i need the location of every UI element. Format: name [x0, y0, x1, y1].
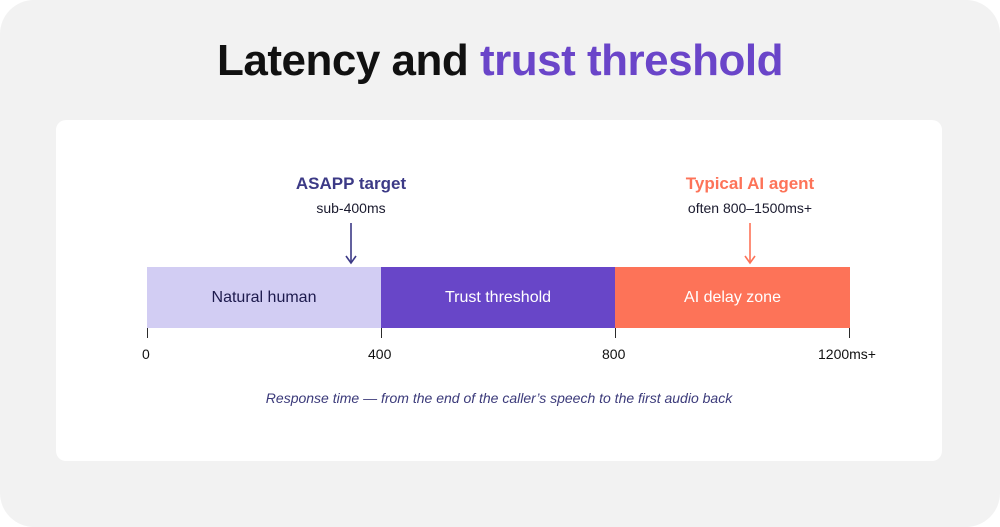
- tick-label-800: 800: [602, 346, 626, 362]
- segment-trust-threshold: Trust threshold: [381, 267, 615, 328]
- title-accent: trust threshold: [480, 36, 783, 85]
- diagram-card: ASAPP target sub-400ms Typical AI agent …: [56, 120, 942, 461]
- page-title: Latency and trust threshold: [0, 36, 1000, 86]
- tick-label-400: 400: [368, 346, 392, 362]
- axis-tick: [147, 328, 148, 338]
- tick-label-1200: 1200ms+: [818, 346, 876, 362]
- axis-tick: [849, 328, 850, 338]
- typical-agent-label: Typical AI agent: [685, 174, 815, 193]
- tick-label-0: 0: [142, 346, 150, 362]
- axis-caption: Response time — from the end of the call…: [265, 390, 733, 406]
- asapp-target-sublabel: sub-400ms: [316, 200, 386, 216]
- axis-tick: [381, 328, 382, 338]
- axis-tick: [615, 328, 616, 338]
- typical-agent-sublabel: often 800–1500ms+: [687, 200, 813, 216]
- segment-natural-human: Natural human: [147, 267, 381, 328]
- title-lead: Latency and: [217, 36, 469, 85]
- asapp-target-label: ASAPP target: [295, 174, 407, 193]
- typical-agent-arrow-icon: [744, 223, 756, 265]
- asapp-arrow-icon: [345, 223, 357, 265]
- segment-ai-delay-zone: AI delay zone: [615, 267, 850, 328]
